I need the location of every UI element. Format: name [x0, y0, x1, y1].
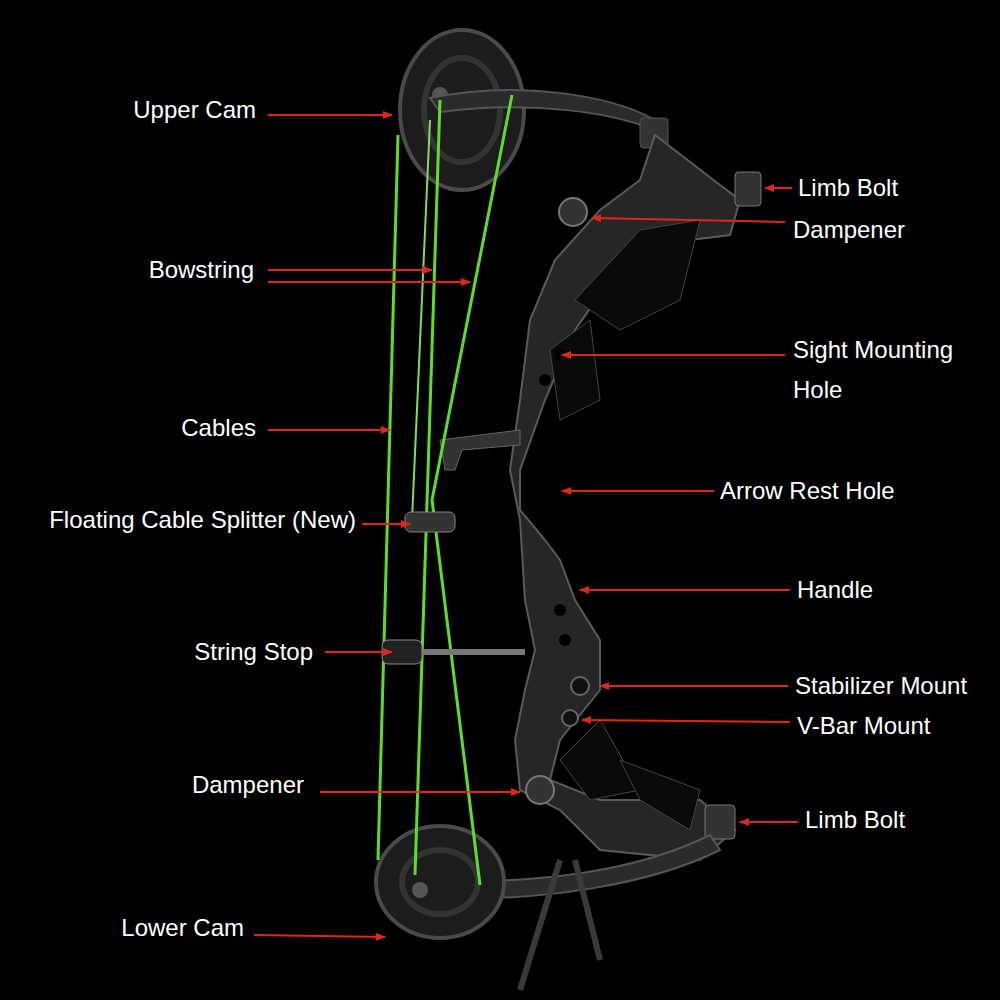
- part-label: Limb Bolt: [798, 173, 898, 203]
- part-label: Dampener: [192, 770, 304, 800]
- part-label: Upper Cam: [133, 95, 256, 125]
- part-label: Handle: [797, 575, 873, 605]
- part-label: Cables: [181, 413, 256, 443]
- part-label: Dampener: [793, 215, 905, 245]
- part-label: Arrow Rest Hole: [720, 476, 895, 506]
- part-label: Limb Bolt: [805, 805, 905, 835]
- part-label: Stabilizer Mount: [795, 671, 967, 701]
- part-label: Lower Cam: [121, 913, 244, 943]
- part-label: String Stop: [194, 637, 313, 667]
- part-label: Sight Mounting Hole: [793, 330, 983, 410]
- part-label: V-Bar Mount: [797, 711, 930, 741]
- part-label: Bowstring: [149, 255, 254, 285]
- part-label: Floating Cable Splitter (New): [49, 505, 356, 535]
